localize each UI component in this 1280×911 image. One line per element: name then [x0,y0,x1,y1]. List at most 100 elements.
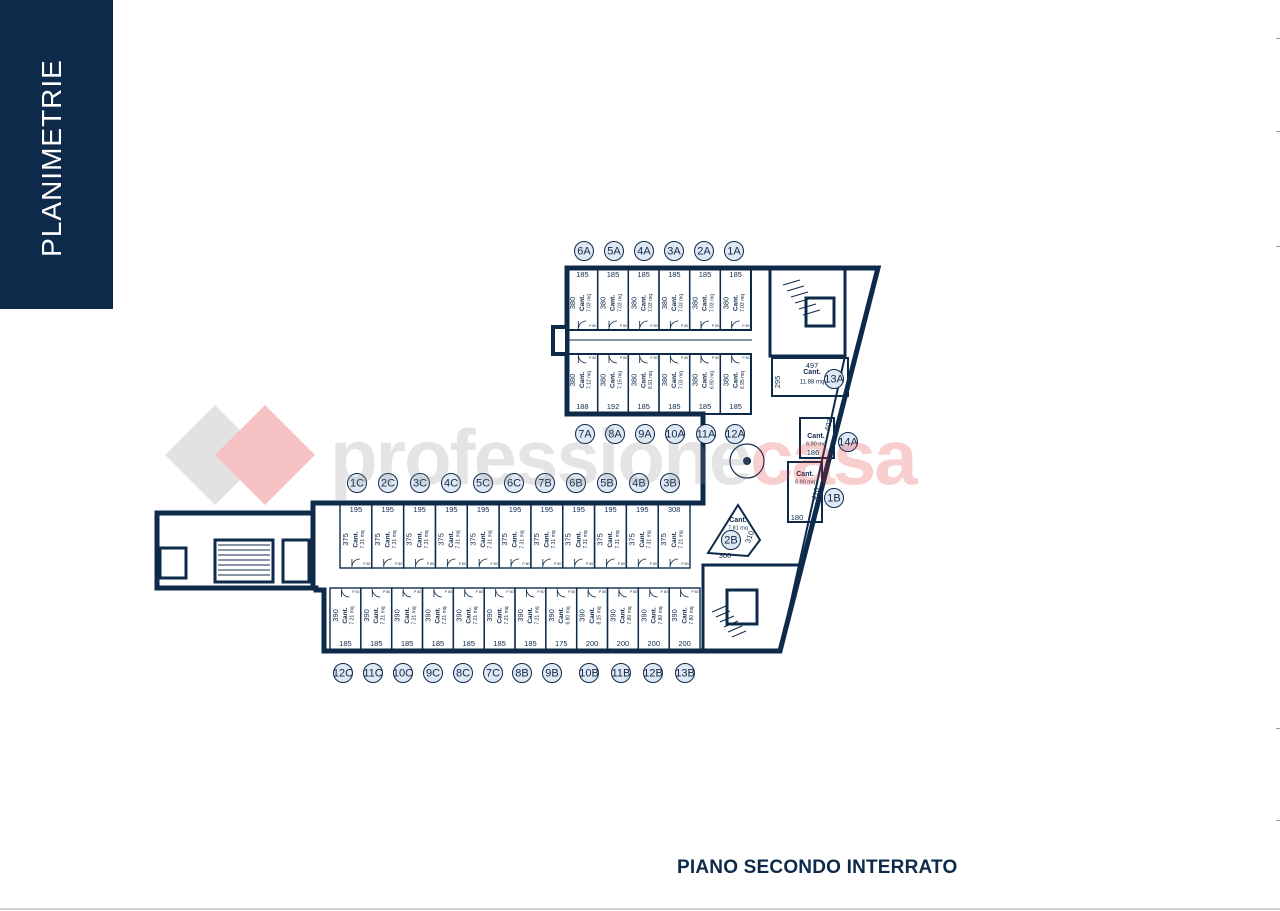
middle-cell-depth: 375 [627,533,636,546]
middle-door [446,558,456,568]
label-5C: 5C [476,477,490,489]
room-1B-type: Cant. [796,471,814,478]
middle-cell-area: 7.31 mq [583,530,589,548]
bottom-door [680,588,689,598]
label-10A: 10A [665,428,685,440]
north-bottom-cell-area: 7.15 mq [617,371,623,389]
middle-cell-width: 195 [572,505,585,514]
bottom-door-tag: P 80 [568,590,575,594]
label-2B: 2B [724,534,737,546]
north-bottom-cell-type: Cant. [702,372,709,388]
south-stair-tread [719,615,735,623]
middle-cell-depth: 375 [373,533,382,546]
north-top-cell-width: 185 [637,270,650,279]
label-6C: 6C [507,477,521,489]
north-annex-wall [551,325,569,356]
label-9C-circle [423,663,443,683]
middle-cell-depth: 375 [500,533,509,546]
north-top-cell-width: 185 [576,270,589,279]
north-bottom-cell-area: 6.95 mq [740,371,746,389]
north-bottom-door-tag: P 80 [589,356,596,360]
label-7A: 7A [578,428,592,440]
label-1B-circle [824,488,844,508]
label-7A-circle [575,424,595,444]
room-2B [706,503,762,558]
label-10B: 10B [579,667,599,679]
north-top-cell-type: Cant. [671,295,678,311]
north-bottom-cell-width: 192 [607,402,620,411]
label-3B: 3B [663,477,676,489]
north-top-door [639,320,648,330]
label-3B-circle [660,473,680,493]
middle-door [606,558,615,568]
room-2B-area: 7.81 mq [728,525,748,531]
bottom-cell-type: Cant. [435,607,442,623]
bottom-cell-width: 200 [647,639,660,648]
watermark-logo [165,405,315,505]
label-10A-circle [665,424,685,444]
room-14A-area: 6.90 mq [806,441,826,447]
room-14A-depth: 403 [823,418,835,432]
middle-cell-type: Cant. [384,531,391,547]
label-3C-circle [410,473,430,493]
label-9C: 9C [426,667,440,679]
label-1C: 1C [350,477,364,489]
north-stair-tread [786,285,805,292]
middle-cell-depth: 375 [436,533,445,546]
bottom-cell-area: 7.80 mq [689,606,695,624]
north-bottom-cell-width: 188 [576,402,589,411]
bottom-cell-type: Cant. [589,607,596,623]
label-6C-circle [504,473,524,493]
label-12C-circle [333,663,353,683]
north-top-cell-area: 7.03 mq [617,294,623,312]
middle-cell-type: Cant. [512,531,519,547]
middle-cell-depth: 375 [532,533,541,546]
bottom-cell-type: Cant. [496,607,503,623]
north-top-cell-depth: 380 [599,297,608,310]
room-14A-width: 186 [807,448,820,457]
north-bottom-cell-depth: 380 [599,374,608,387]
label-6B-circle [566,473,586,493]
middle-door-tag: P 80 [618,562,625,566]
north-bottom-door-tag: P 80 [650,356,657,360]
north-bottom-door [669,354,679,364]
north-top-cell-area: 7.03 mq [740,294,746,312]
middle-door [542,558,551,568]
bottom-cell-depth: 390 [393,609,402,622]
middle-cell-depth: 375 [659,533,668,546]
label-8B-circle [512,663,532,683]
bottom-cell-width: 185 [432,639,445,648]
middle-cell-type: Cant. [353,531,360,547]
middle-door-tag: P 80 [491,562,498,566]
north-top-door-tag: P 80 [650,324,657,328]
room-13A [771,357,849,397]
north-top-cell-area: 7.03 mq [587,294,593,312]
north-stair-tread [790,291,809,298]
label-9A: 9A [638,428,652,440]
south-stair-tread [727,625,743,633]
label-12A-circle [725,424,745,444]
north-bottom-door [700,354,710,364]
north-bottom-cell-width: 185 [637,402,650,411]
north-bottom-cell-type: Cant. [732,372,739,388]
middle-cell-area: 7.31 mq [647,530,653,548]
bottom-door [371,588,381,598]
label-4C-circle [441,473,461,493]
label-5B-circle [597,473,617,493]
north-top-cell-width: 185 [729,270,742,279]
middle-cell-width: 195 [541,505,554,514]
label-11C: 11C [363,667,382,679]
label-8A-circle [605,424,625,444]
north-bottom-door [577,354,587,364]
middle-cell-width: 308 [668,505,681,514]
bottom-cell-width: 185 [462,639,475,648]
label-3A-circle [664,241,684,261]
bottom-cell-type: Cant. [465,607,472,623]
north-bottom-cell-type: Cant. [671,372,678,388]
label-5A: 5A [607,245,621,257]
west-stair [213,538,275,584]
bottom-door [341,588,350,598]
north-lift [804,296,836,328]
north-bottom-cell-area: 6.90 mq [709,371,715,389]
